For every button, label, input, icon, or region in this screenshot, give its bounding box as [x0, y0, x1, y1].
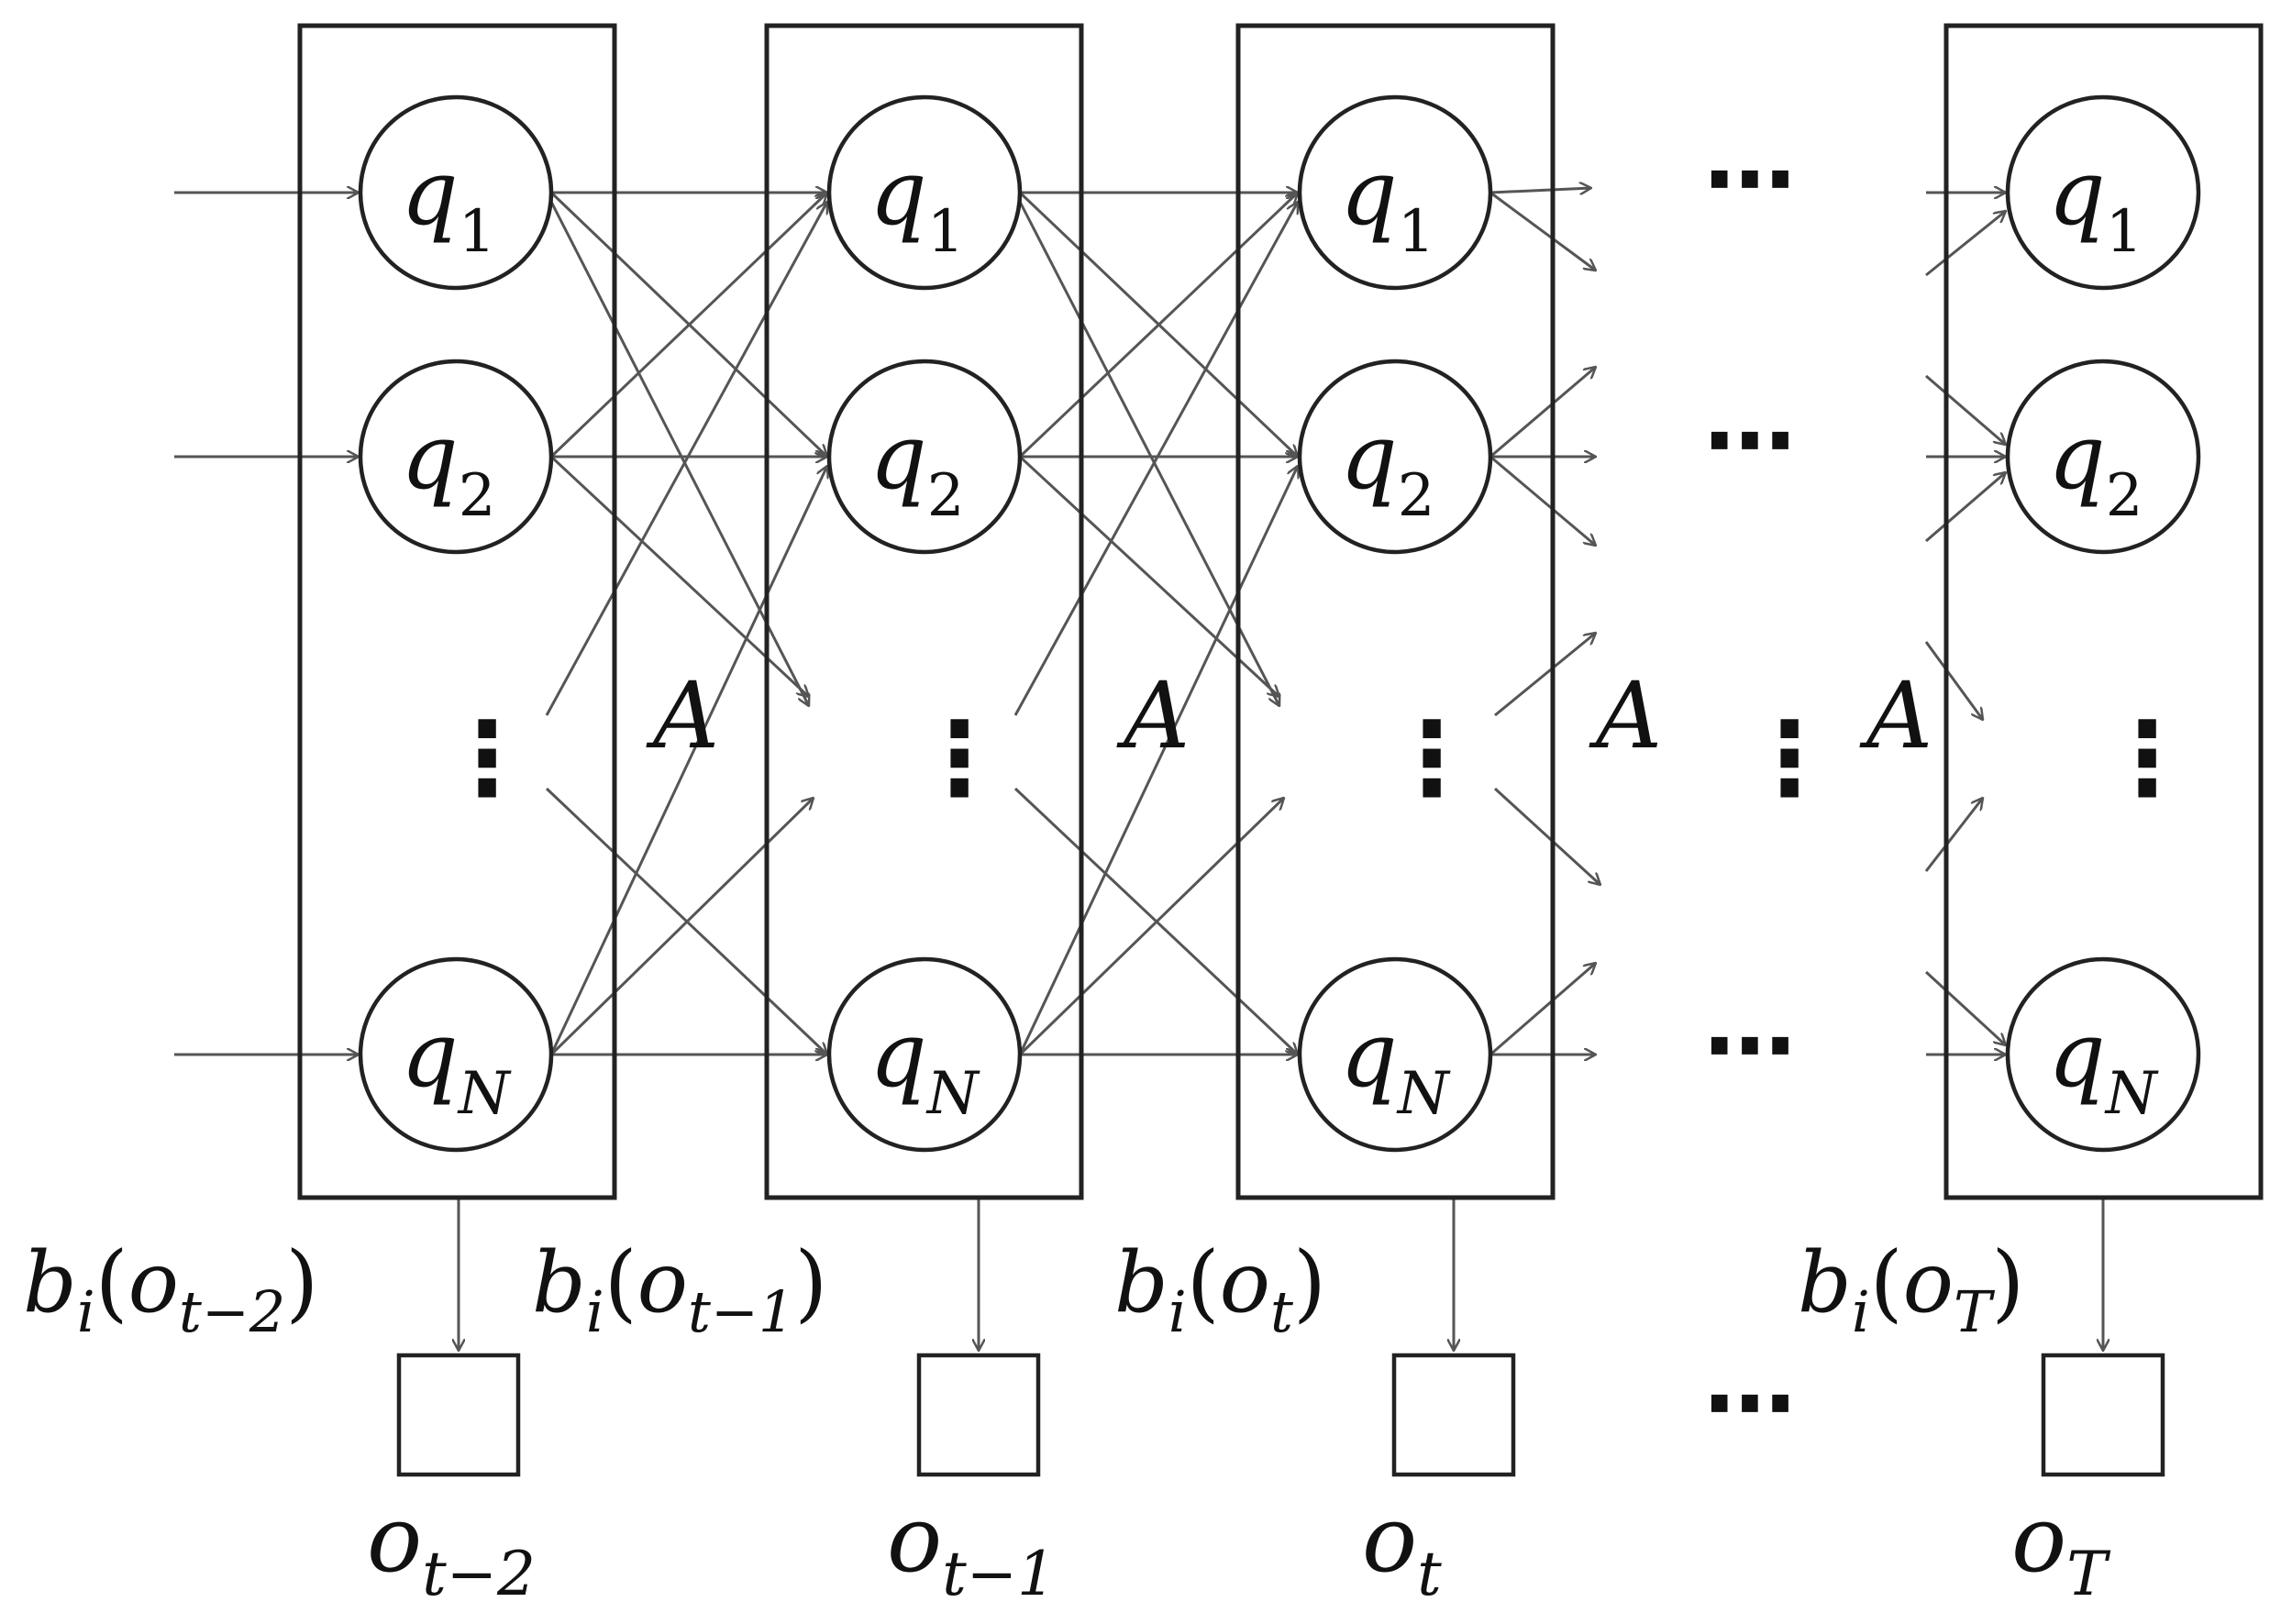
labels: ⋮ ⋮ ⋮ ⋮ ⋮ ⋯ ⋯ ⋯ ⋯ A A A A	[437, 126, 2198, 1457]
observation-label-t-minus-2: ot−2	[367, 1486, 536, 1609]
transition-arrow-22	[1489, 188, 1591, 193]
observation-label-t: ot	[1362, 1486, 1442, 1609]
column-frame-t	[1235, 23, 1556, 1200]
state-label-t-minus-1-qn: qN	[869, 1003, 980, 1128]
state-node-t-q1	[1297, 94, 1493, 291]
state-label-t-minus-2-qn: qN	[401, 1003, 512, 1128]
state-label-t-minus-1-q2: q2	[869, 405, 964, 530]
transition-arrow-32	[1925, 211, 2006, 277]
transition-arrow-18	[1013, 202, 1300, 716]
observation-label-t-minus-1: ot−1	[887, 1486, 1056, 1609]
transition-arrow-24	[1489, 367, 1596, 458]
transition-arrow-38	[1924, 970, 2006, 1045]
state-nodes: q1 q2 qN q1 q2 qN q1 q2 qN q1 q2 qN	[358, 94, 2201, 1153]
vertical-ellipsis-3: ⋮	[1739, 700, 1840, 817]
transition-arrow-21	[1018, 798, 1284, 1056]
transition-label-A-1: A	[1116, 662, 1190, 769]
state-label-t-minus-1-q1: q1	[869, 141, 964, 266]
transition-arrow-35	[1925, 472, 2006, 543]
observation-box-T	[2041, 1353, 2165, 1477]
column-frame-T	[1943, 23, 2264, 1200]
transition-arrow-6	[549, 466, 827, 1055]
observation-label-T: oT	[2011, 1486, 2111, 1609]
emission-label-t: bi(ot)	[1114, 1233, 1326, 1345]
transition-arrow-4	[549, 193, 827, 458]
state-node-t-minus-1-q2	[826, 359, 1023, 555]
state-node-T-q1	[2005, 94, 2201, 291]
column-frame-t-minus-2	[297, 23, 617, 1200]
emission-label-t-minus-2: bi(ot−2)	[23, 1233, 318, 1345]
vertical-ellipsis-4: ⋮	[2097, 700, 2198, 817]
transition-arrows	[174, 188, 2103, 1351]
emission-label-T: bi(oT)	[1798, 1233, 2024, 1345]
state-node-T-qn	[2005, 956, 2201, 1153]
transition-arrow-26	[1489, 455, 1596, 546]
state-node-t-minus-2-q1	[358, 94, 554, 291]
transition-arrow-7	[545, 202, 829, 716]
state-label-T-q2: q2	[2048, 405, 2143, 530]
horizontal-ellipsis-1: ⋯	[1704, 387, 1796, 494]
vertical-ellipsis-2: ⋮	[1381, 700, 1482, 817]
state-label-t-q1: q1	[1340, 141, 1434, 266]
observation-box-t-minus-1	[916, 1353, 1041, 1477]
transition-arrow-15	[1018, 193, 1298, 458]
vertical-ellipsis-0: ⋮	[437, 700, 537, 817]
transition-arrow-33	[1925, 374, 2006, 445]
horizontal-ellipsis-0: ⋯	[1704, 126, 1796, 233]
state-node-t-qn	[1297, 956, 1493, 1153]
state-node-t-minus-2-qn	[358, 956, 554, 1153]
horizontal-ellipsis-3: ⋯	[1704, 1350, 1796, 1457]
transition-arrow-36	[1924, 641, 1983, 720]
transition-label-A-3: A	[1859, 662, 1932, 769]
observation-box-t-minus-2	[396, 1353, 521, 1477]
observation-box-t	[1391, 1353, 1516, 1477]
state-label-t-minus-2-q1: q1	[401, 141, 495, 266]
transition-arrow-27	[1494, 633, 1596, 717]
emission-label-t-minus-1: bi(ot−1)	[532, 1233, 827, 1345]
state-node-t-minus-1-q1	[826, 94, 1023, 291]
state-node-T-q2	[2005, 359, 2201, 555]
state-node-t-minus-2-q2	[358, 359, 554, 555]
transition-arrow-23	[1489, 191, 1596, 271]
transition-label-A-0: A	[646, 662, 719, 769]
horizontal-ellipsis-2: ⋯	[1704, 992, 1796, 1099]
state-node-t-minus-1-qn	[826, 956, 1023, 1153]
transition-arrow-5	[549, 455, 809, 697]
state-label-T-qn: qN	[2048, 1003, 2159, 1128]
transition-arrow-9	[549, 201, 809, 706]
transition-arrow-37	[1924, 798, 1983, 872]
transition-arrow-28	[1493, 787, 1600, 885]
state-node-t-q2	[1297, 359, 1493, 555]
emissions: bi(ot−2) ot−2 bi(ot−1) ot−1 bi(ot) ot bi(oT) oT	[23, 1233, 2165, 1609]
transition-label-A-2: A	[1589, 662, 1662, 769]
vertical-ellipsis-1: ⋮	[909, 700, 1010, 817]
state-label-t-qn: qN	[1340, 1003, 1451, 1128]
state-label-t-minus-2-q2: q2	[401, 405, 495, 530]
transition-arrow-16	[1018, 455, 1279, 697]
state-label-T-q1: q1	[2048, 141, 2143, 266]
transition-arrow-29	[1489, 963, 1596, 1056]
transition-arrow-17	[1018, 466, 1298, 1055]
transition-arrow-20	[1018, 201, 1279, 706]
state-label-t-q2: q2	[1340, 405, 1434, 530]
transition-arrow-10	[549, 798, 814, 1056]
column-frame-t-minus-1	[764, 23, 1084, 1200]
